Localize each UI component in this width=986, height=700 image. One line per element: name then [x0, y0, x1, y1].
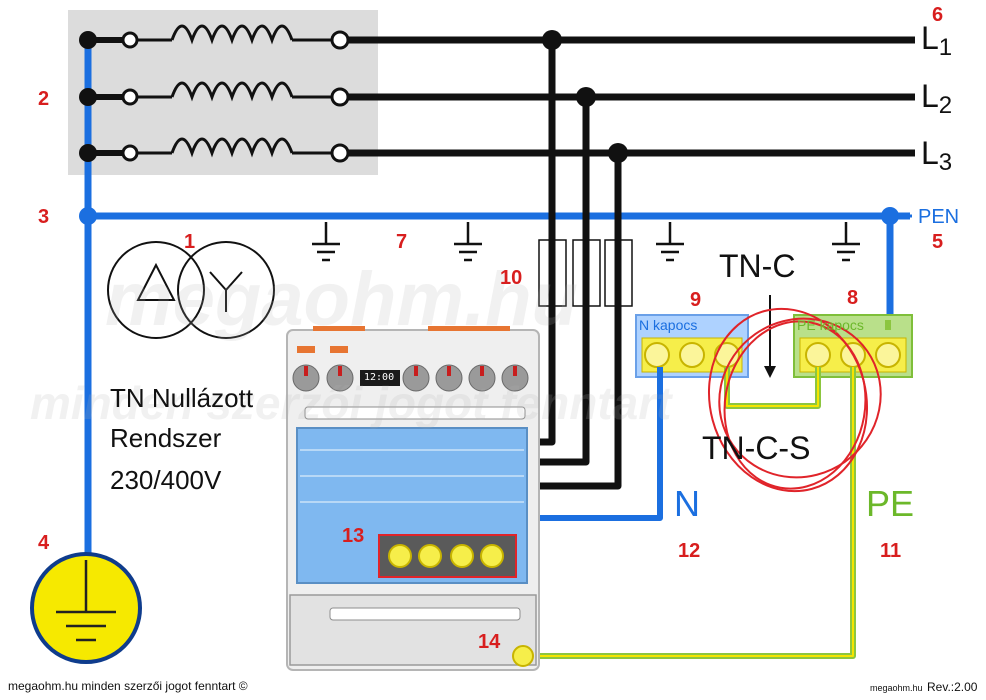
ground-symbols — [312, 222, 860, 262]
oven-clock-display: 12:00 — [364, 372, 395, 383]
system-line3: 230/400V — [110, 465, 222, 495]
label-13: 13 — [342, 525, 365, 547]
phase-label-l1: L1 — [921, 20, 953, 61]
footer-site: megaohm.hu — [870, 683, 923, 693]
label-1: 1 — [184, 231, 196, 253]
red-loop — [707, 307, 882, 493]
pen-label: PEN — [918, 206, 960, 228]
tn-c-label: TN-C — [719, 248, 796, 284]
system-line2: Rendszer — [110, 423, 222, 453]
n-terminal-block — [635, 314, 749, 378]
label-7: 7 — [396, 231, 408, 253]
winding-dots — [79, 31, 97, 162]
label-3: 3 — [38, 206, 50, 228]
label-2: 2 — [38, 88, 50, 110]
footer-copyright: megaohm.hu minden szerzői jogot fenntart… — [8, 679, 248, 693]
label-6: 6 — [932, 4, 944, 26]
label-10: 10 — [500, 267, 523, 289]
transformer-symbol — [107, 241, 275, 339]
watermark-line1: megaohm.hu — [105, 257, 578, 342]
oven-terminal-block — [378, 534, 517, 578]
n-terminal-label: N kapocs — [639, 317, 698, 333]
pe-conductor-label: PE — [866, 483, 915, 524]
phase-label-l2: L2 — [921, 78, 953, 119]
watermark-line2: minden szerzői jogot fenntart — [30, 377, 672, 429]
phase-label-l3: L3 — [921, 135, 953, 176]
label-9: 9 — [690, 289, 702, 311]
revision-label: Rev.:2.00 — [927, 680, 978, 694]
tn-arrow-icon — [764, 295, 776, 378]
winding-terminals — [121, 30, 350, 163]
earth-electrode-icon — [30, 552, 142, 664]
label-11: 11 — [880, 540, 902, 562]
tn-c-s-label: TN-C-S — [702, 430, 811, 466]
phase-lines — [348, 36, 915, 157]
label-12: 12 — [678, 540, 701, 562]
pen-junction — [79, 207, 97, 225]
pe-terminal-label: PE kapocs — [797, 317, 864, 333]
system-line1: TN Nullázott — [110, 383, 254, 413]
n-conductor-label: N — [674, 483, 700, 524]
oven-pe-point — [512, 645, 534, 667]
label-4: 4 — [38, 532, 50, 554]
label-14: 14 — [478, 631, 501, 653]
label-5: 5 — [932, 231, 944, 253]
label-8: 8 — [847, 287, 859, 309]
